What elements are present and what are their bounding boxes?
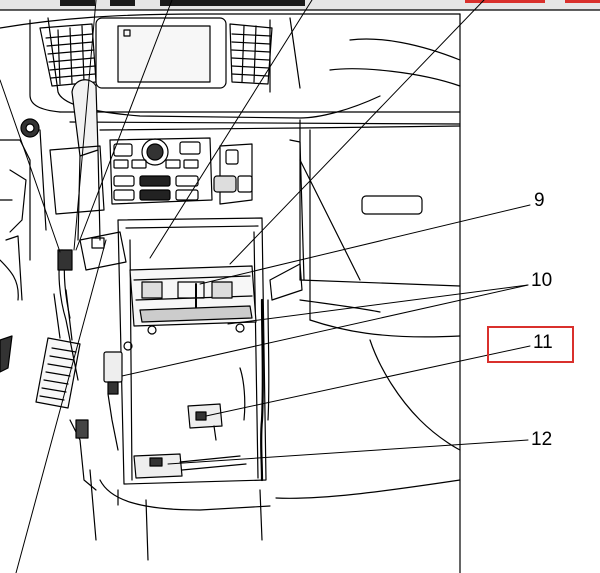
dashboard-outline — [0, 13, 461, 573]
accelerator-pedal — [35, 289, 81, 409]
left-wiring-harness — [57, 231, 127, 491]
hvac-control-panel — [109, 137, 253, 205]
leader-lines — [0, 0, 531, 573]
right-air-vent — [229, 23, 273, 85]
left-air-vent — [39, 23, 97, 87]
gear-shifter — [49, 79, 105, 241]
control-unit-item-12 — [133, 453, 247, 479]
callout-label-12: 12 — [531, 429, 553, 450]
module-bracket-item-9 — [129, 265, 257, 335]
center-display — [95, 17, 227, 89]
callout-label-10: 10 — [531, 270, 553, 291]
callout-label-9: 9 — [534, 190, 545, 211]
brake-pedal — [0, 335, 13, 373]
callout-label-11: 11 — [533, 332, 553, 353]
callout-11-highlight — [487, 326, 574, 363]
left-stalk-area — [0, 118, 47, 301]
sensor-module-item-11 — [187, 367, 246, 441]
passenger-dash — [275, 119, 461, 499]
dashboard-top-edge — [0, 0, 600, 11]
connector-item-10 — [103, 341, 133, 451]
